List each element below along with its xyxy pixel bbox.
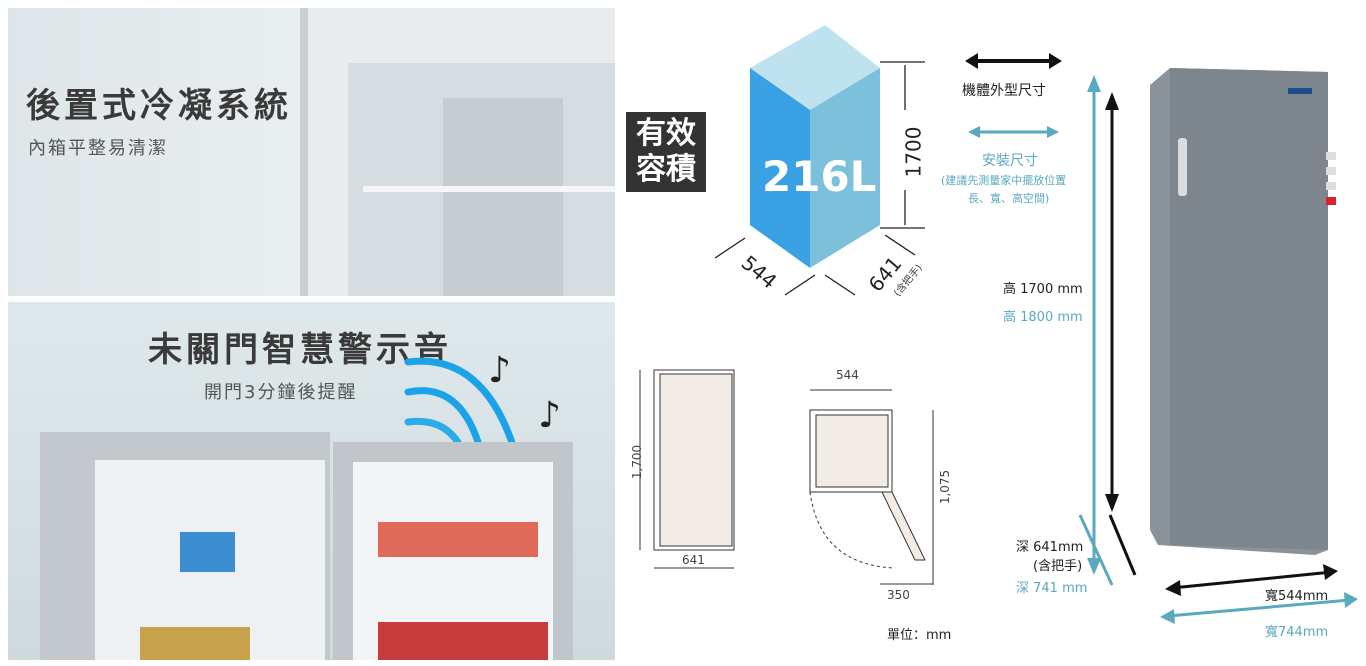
sound-wave-icon: ♪ ♪ — [404, 350, 561, 466]
height-body: 高 1700 mm — [1003, 282, 1083, 297]
freezer-dimension-diagram — [1078, 68, 1358, 624]
depth-body: 深 641mm — [1016, 540, 1084, 555]
top-depth: 1,075 — [938, 469, 953, 505]
music-note-icon: ♪ — [488, 350, 511, 391]
freezer-interior-photo — [300, 8, 615, 296]
music-note-icon: ♪ — [538, 395, 561, 436]
feature-subtitle: 開門3分鐘後提醒 — [204, 382, 358, 403]
feature-title: 未關門智慧警示音 — [148, 330, 452, 370]
plan-drawings — [639, 369, 934, 585]
width-body: 寬544mm — [1265, 589, 1329, 604]
capacity-cube-diagram — [714, 25, 925, 296]
capacity-value: 216L — [762, 152, 877, 201]
legend-install-note: 長、寬、高空間) — [968, 192, 1050, 205]
side-depth: 641 — [682, 553, 705, 567]
freezer-open-photo — [40, 432, 330, 660]
depth-note: (含把手) — [1033, 559, 1083, 574]
feature-panel-condenser: 後置式冷凝系統 內箱平整易清潔 — [8, 8, 615, 296]
feature-subtitle: 內箱平整易清潔 — [28, 138, 168, 159]
legend-install-note: (建議先測量家中擺放位置 — [941, 174, 1067, 187]
door-clearance: 350 — [887, 588, 910, 602]
capacity-badge: 有效 容積 — [626, 112, 706, 192]
legend-install-size: 安裝尺寸 — [982, 153, 1038, 169]
side-height: 1,700 — [630, 444, 645, 480]
unit-label: 單位：mm — [887, 628, 952, 643]
badge-line2: 容積 — [636, 152, 696, 187]
color-swatches — [1326, 152, 1336, 207]
depth-install: 深 741 mm — [1016, 581, 1088, 596]
legend-body-size: 機體外型尺寸 — [962, 83, 1046, 99]
width-install: 寬744mm — [1265, 625, 1329, 640]
cube-height: 1700 — [901, 126, 926, 178]
feature-panel-alarm: 未關門智慧警示音 開門3分鐘後提醒 ♪ ♪ — [8, 302, 615, 660]
freezer-door-photo — [333, 442, 573, 660]
legend-arrows — [965, 53, 1062, 138]
feature-title: 後置式冷凝系統 — [26, 86, 292, 126]
badge-line1: 有效 — [636, 116, 696, 151]
top-width: 544 — [836, 368, 859, 382]
height-install: 高 1800 mm — [1003, 310, 1083, 325]
